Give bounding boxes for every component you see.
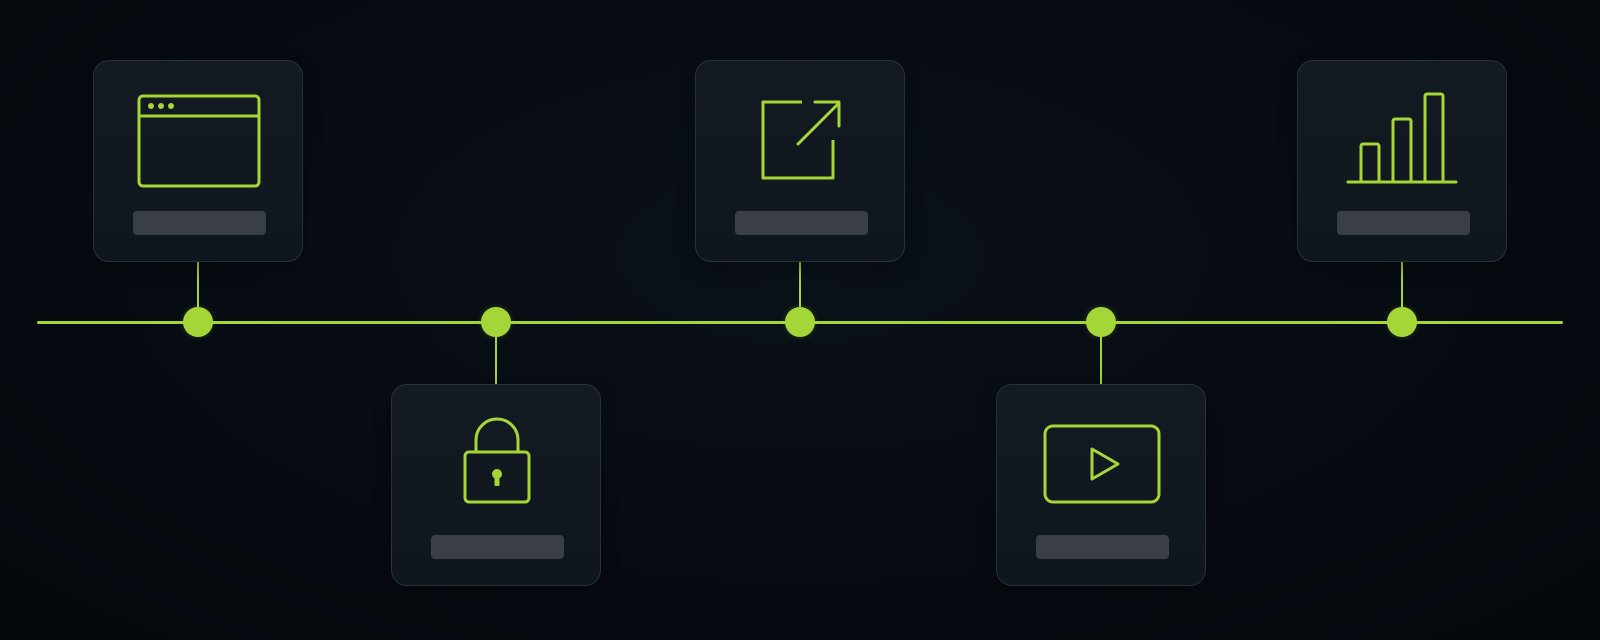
external-link-icon [696, 79, 906, 199]
milestone-label-placeholder [1036, 535, 1169, 559]
milestone-connector [197, 260, 199, 322]
milestone-label-placeholder [431, 535, 564, 559]
milestone-connector [1401, 260, 1403, 322]
browser-window-icon [94, 79, 304, 199]
milestone-connector [495, 322, 497, 386]
milestone-connector [1100, 322, 1102, 386]
milestone-card [996, 384, 1206, 586]
video-play-icon [997, 403, 1207, 523]
milestone-connector [799, 260, 801, 322]
milestone-node [481, 307, 511, 337]
milestone-node [785, 307, 815, 337]
milestone-node [1086, 307, 1116, 337]
milestone-node [183, 307, 213, 337]
milestone-label-placeholder [735, 211, 868, 235]
padlock-icon [392, 403, 602, 523]
milestone-label-placeholder [1337, 211, 1470, 235]
bar-chart-icon [1298, 79, 1508, 199]
milestone-card [1297, 60, 1507, 262]
milestone-node [1387, 307, 1417, 337]
milestone-card [695, 60, 905, 262]
milestone-label-placeholder [133, 211, 266, 235]
milestone-card [93, 60, 303, 262]
milestone-card [391, 384, 601, 586]
